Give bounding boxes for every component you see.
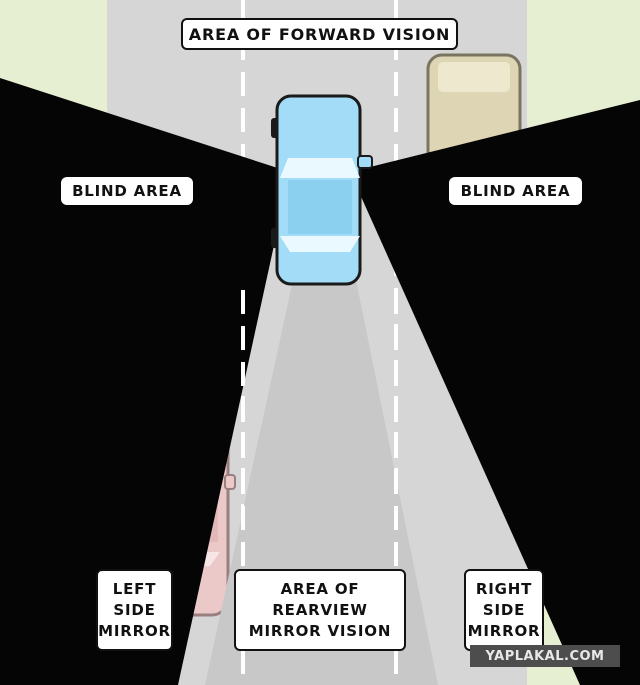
right-side-mirror-label: RIGHT SIDE MIRROR	[464, 569, 544, 651]
car-main	[271, 94, 373, 286]
right-mirror-line-3: MIRROR	[467, 621, 541, 640]
lane-dash	[241, 72, 245, 96]
lane-dash-rear	[394, 290, 398, 314]
lane-dash	[394, 0, 398, 24]
left-mirror-line-3: MIRROR	[98, 621, 171, 640]
right-mirror-line-2: SIDE	[482, 600, 526, 619]
lane-dash-rear	[394, 506, 398, 530]
lane-dash-rear	[241, 434, 245, 458]
blind-zone-left	[0, 78, 290, 685]
lane-dash-rear	[394, 542, 398, 566]
lane-dash-rear	[241, 326, 245, 350]
lane-dash-rear	[241, 398, 245, 422]
lane-dash-rear	[394, 434, 398, 458]
lane-dash	[394, 108, 398, 132]
lane-dash-rear	[241, 470, 245, 494]
rearview-mirror-label: AREA OF REARVIEW MIRROR VISION	[234, 569, 406, 651]
forward-vision-label: AREA OF FORWARD VISION	[181, 18, 458, 50]
blind-area-left-text: BLIND AREA	[72, 182, 182, 200]
blind-area-right-label: BLIND AREA	[449, 177, 582, 205]
lane-dash-rear	[394, 650, 398, 674]
lane-dash-rear	[241, 650, 245, 674]
blind-zone-right	[350, 100, 640, 685]
blind-area-right-text: BLIND AREA	[460, 182, 571, 200]
forward-vision-text: AREA OF FORWARD VISION	[188, 24, 451, 44]
left-mirror-line-1: LEFT	[112, 579, 157, 598]
lane-dash-rear	[241, 506, 245, 530]
blind-area-left-label: BLIND AREA	[61, 177, 193, 205]
lane-dash	[394, 144, 398, 168]
lane-dash-rear	[394, 398, 398, 422]
lane-dash-rear	[394, 470, 398, 494]
lane-dash	[241, 108, 245, 132]
lane-dash-rear	[394, 362, 398, 386]
lane-dash	[241, 144, 245, 168]
left-side-mirror-label: LEFT SIDE MIRROR	[96, 569, 173, 651]
lane-dash	[241, 0, 245, 24]
watermark: YAPLAKAL.COM	[470, 645, 620, 667]
lane-dash	[394, 72, 398, 96]
left-mirror-line-2: SIDE	[113, 600, 156, 619]
lane-dash-rear	[241, 542, 245, 566]
rearview-line-2: REARVIEW	[272, 600, 368, 619]
lane-dash-rear	[394, 326, 398, 350]
rearview-line-3: MIRROR VISION	[248, 621, 392, 640]
lane-dash-rear	[241, 362, 245, 386]
right-mirror-line-1: RIGHT	[475, 579, 533, 598]
rearview-line-1: AREA OF	[280, 579, 360, 598]
lane-dash-rear	[241, 290, 245, 314]
